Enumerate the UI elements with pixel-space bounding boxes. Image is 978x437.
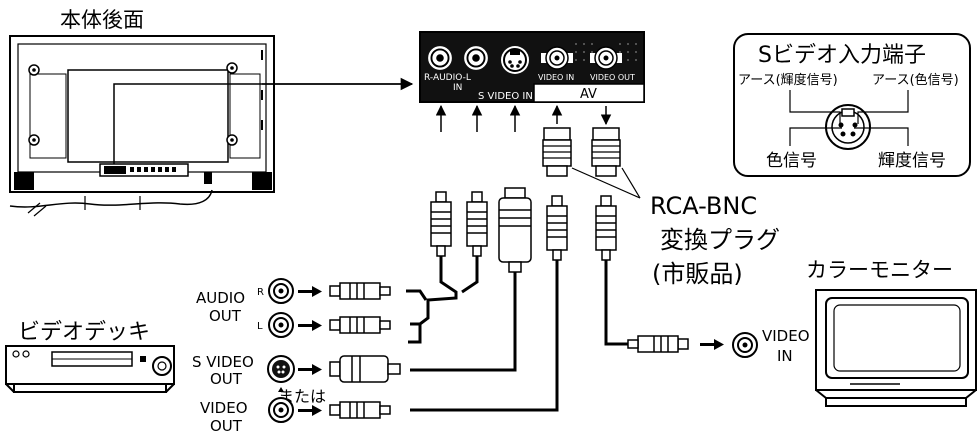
monitor-input-arrow [700,339,724,350]
vcr-audio-r-jack [268,278,294,304]
svideo-in-label: S VIDEO IN [478,91,533,102]
audio-r-plug-top [430,191,452,257]
vcr-audio-l-label: L [257,321,263,332]
monitor-video-in-jack [732,332,758,358]
vcr-video-jack [268,397,294,423]
svideo-plug-top [498,187,532,273]
audio-l-plug-top [466,191,488,257]
vcr-illustration [5,345,175,393]
video-out-label: VIDEO OUT [590,73,635,82]
vcr-svideo-out-label-2: OUT [210,370,243,388]
video-out-plug-top [595,195,617,261]
video-in-label: VIDEO IN [538,73,574,82]
vcr-audio-l-jack [268,312,294,338]
adapter-pointer-2 [621,167,641,199]
vcr-audio-out-label-1: AUDIO [196,289,245,307]
ground-chroma-label: アース(色信号) [872,72,959,88]
av-label: AV [580,87,597,102]
svideo-in-jack [501,46,529,74]
bnc-adapter-in [542,127,572,177]
monitor-video-plug [627,335,689,353]
cables [406,256,688,412]
svideo-connector-icon [825,104,871,150]
vcr-svideo-jack [267,355,295,383]
vcr-video-out-label-2: OUT [210,417,243,435]
vcr-title: ビデオデッキ [18,320,150,345]
chroma-label: 色信号 [766,151,817,171]
bnc-adapter-out [591,127,621,177]
video-in-plug-top [546,195,568,261]
panel-rear-illustration [9,35,414,217]
vcr-audio-r-plug [329,282,391,300]
terminal-panel: R-AUDIO-L IN VIDEO IN VIDEO OUT S VIDEO … [419,31,645,103]
audio-in-label: R-AUDIO-L [424,73,471,83]
monitor-illustration [815,289,977,407]
monitor-video-in-label-1: VIDEO [762,327,810,345]
vcr-audio-out-label-2: OUT [209,307,242,325]
vcr-svideo-plug [329,355,401,383]
input-arrows [435,104,612,132]
vcr-audio-l-plug [329,316,391,334]
vcr-video-plug [329,401,391,419]
audio-in-sub-label: IN [453,83,462,93]
panel-rear-title: 本体後面 [60,8,144,32]
video-out-bnc-jack [590,46,622,70]
vcr-video-out-label-1: VIDEO [200,399,248,417]
audio-in-l-jack [464,46,488,70]
video-in-bnc-jack [541,46,573,70]
vcr-audio-r-label: R [257,287,264,298]
svideo-terminal-callout: Sビデオ入力端子 アース(輝度信号) アース(色信号) 色信号 輝度信号 [733,33,971,177]
ground-luma-label: アース(輝度信号) [738,72,838,88]
svideo-terminal-title: Sビデオ入力端子 [758,43,926,68]
adapter-label-2: 変換プラグ [660,226,780,254]
monitor-title: カラーモニター [806,258,953,282]
vcr-output-arrows [298,286,322,416]
adapter-pointer-1 [571,167,641,199]
adapter-label-1: RCA-BNC [650,192,757,220]
vcr-svideo-out-label-1: S VIDEO [192,353,254,371]
luma-label: 輝度信号 [878,151,946,171]
monitor-video-in-label-2: IN [777,347,793,365]
audio-in-r-jack [428,46,452,70]
adapter-label-3: (市販品) [652,260,743,288]
